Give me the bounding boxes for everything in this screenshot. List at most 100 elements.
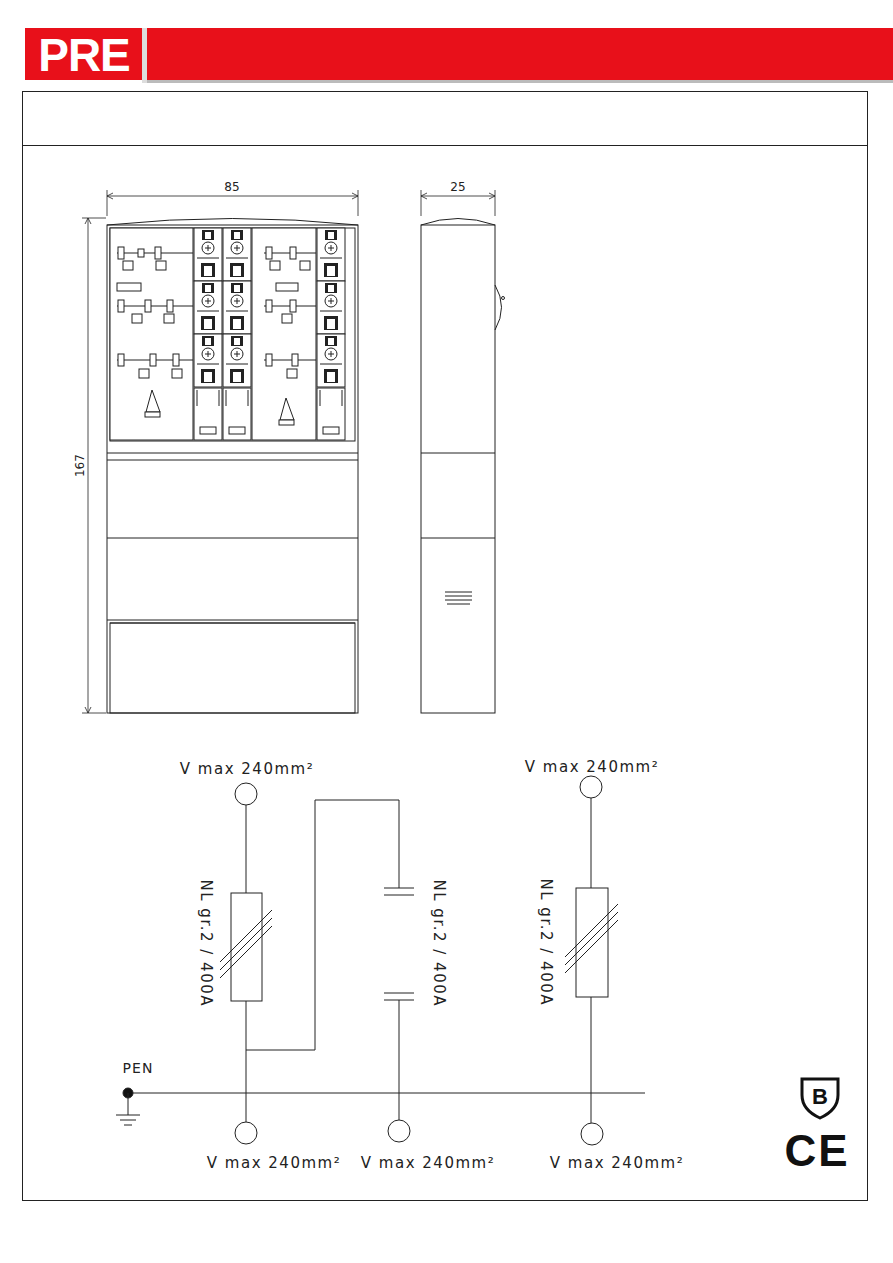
dimension-lines-part xyxy=(358,190,359,216)
busbars-part xyxy=(167,300,173,312)
dimension-lines-part xyxy=(107,196,358,197)
cabinet-front-part xyxy=(107,538,358,539)
busbars-part xyxy=(138,249,144,257)
wiring-schematic-part xyxy=(384,888,414,889)
dimension-lines-part xyxy=(82,713,106,714)
wiring-schematic-part xyxy=(120,1120,136,1121)
wiring-schematic-part xyxy=(576,888,608,997)
dimension-lines-part xyxy=(421,193,427,199)
cabinet-side-part xyxy=(445,592,472,593)
logo-text: PRE xyxy=(38,30,130,81)
dimension-lines-part xyxy=(88,218,89,713)
wiring-schematic-part xyxy=(116,1115,140,1116)
wiring-schematic-part xyxy=(220,910,272,962)
fuse-holders xyxy=(194,228,345,440)
wiring-schematic-part xyxy=(124,1125,132,1126)
dimension-lines-part xyxy=(421,190,422,216)
busbars-part xyxy=(282,314,292,323)
cabinet-front xyxy=(107,219,358,714)
terminal-label: V max 240mm² xyxy=(207,1155,341,1172)
cabinet-front-part xyxy=(107,225,358,713)
busbars-part xyxy=(290,247,296,259)
wiring-schematic-part xyxy=(220,918,272,970)
cabinet-side-part xyxy=(445,600,472,601)
busbars-part xyxy=(266,247,272,259)
terminal-label: V max 240mm² xyxy=(180,761,314,778)
terminal-label: V max 240mm² xyxy=(361,1155,495,1172)
frame xyxy=(22,92,868,1201)
busbars-part xyxy=(118,354,124,366)
ce-mark: CE xyxy=(784,1127,849,1175)
wiring-schematic-part xyxy=(591,997,592,1123)
wiring-schematic-part xyxy=(246,1001,247,1122)
cabinet-front-part xyxy=(110,228,355,441)
wiring-schematic-part xyxy=(235,1122,257,1144)
frame-part xyxy=(23,92,868,1201)
cabinet-side-part xyxy=(421,538,495,539)
dimension-label: 25 xyxy=(450,181,465,194)
busbars-part xyxy=(117,306,193,307)
header-part xyxy=(25,28,142,80)
fuse-holders-part xyxy=(223,281,251,334)
fuse-holders-part xyxy=(317,388,345,440)
wiring-schematic-part xyxy=(388,1120,410,1142)
approval-mark xyxy=(802,1079,838,1118)
wiring-schematic-part xyxy=(246,805,247,893)
busbars-part xyxy=(300,261,310,270)
frame-part xyxy=(22,145,867,146)
dimension-lines xyxy=(82,190,495,713)
cabinet-front-part xyxy=(107,219,358,226)
dimension-lines-part xyxy=(495,190,496,216)
cabinet-front-part xyxy=(107,460,358,461)
approval-letter: B xyxy=(812,1085,828,1109)
wiring-schematic-part xyxy=(399,1000,400,1120)
busbars-part xyxy=(280,398,294,420)
cabinet-side-part xyxy=(421,219,495,226)
busbars-part xyxy=(266,354,272,366)
busbars-part xyxy=(292,354,298,366)
wiring-schematic-part xyxy=(565,904,618,957)
wiring-schematic-part xyxy=(580,776,602,798)
busbars-part xyxy=(118,300,124,312)
cabinet-front-part xyxy=(110,623,355,713)
dimension-lines-part xyxy=(107,190,108,216)
conductor-label: PEN xyxy=(123,1061,154,1076)
busbars-part xyxy=(123,261,133,270)
header-part xyxy=(147,28,893,80)
busbars-part xyxy=(266,300,272,312)
busbars-part xyxy=(287,369,297,378)
dimension-lines-part xyxy=(85,218,91,224)
busbars-part xyxy=(150,354,156,366)
busbars-part xyxy=(276,283,298,291)
busbars-part xyxy=(145,300,151,312)
fuse-holders-part xyxy=(194,228,222,281)
fuse-holders-part xyxy=(194,334,222,387)
busbars-part xyxy=(172,369,182,378)
busbars-part xyxy=(118,247,124,259)
cabinet-side-part xyxy=(447,604,470,605)
cabinet-side xyxy=(421,219,505,714)
busbars-part xyxy=(117,283,141,291)
header xyxy=(25,28,893,83)
busbars-part xyxy=(173,354,179,366)
cabinet-side-part xyxy=(502,297,505,300)
wiring-schematic-part xyxy=(220,926,272,978)
wiring-schematic-part xyxy=(246,800,399,1050)
wiring-schematic-part xyxy=(565,920,618,973)
dimension-lines-part xyxy=(85,707,91,713)
busbars-part xyxy=(290,300,296,312)
fuse-holders-part xyxy=(194,388,222,440)
fuse-label: NL gr.2 / 400A xyxy=(431,879,448,1006)
busbars-part xyxy=(132,314,142,323)
terminal-label: V max 240mm² xyxy=(550,1155,684,1172)
wiring-schematic-part xyxy=(384,895,414,896)
fuse-holders-part xyxy=(223,388,251,440)
wiring-schematic-part xyxy=(235,783,257,805)
busbars-part xyxy=(270,261,280,270)
cabinet-front-part xyxy=(252,228,316,440)
wiring-schematic-part xyxy=(581,1123,603,1145)
fuse-holders-part xyxy=(194,281,222,334)
approval-mark-part xyxy=(802,1079,838,1118)
dimension-label: 167 xyxy=(73,455,86,478)
